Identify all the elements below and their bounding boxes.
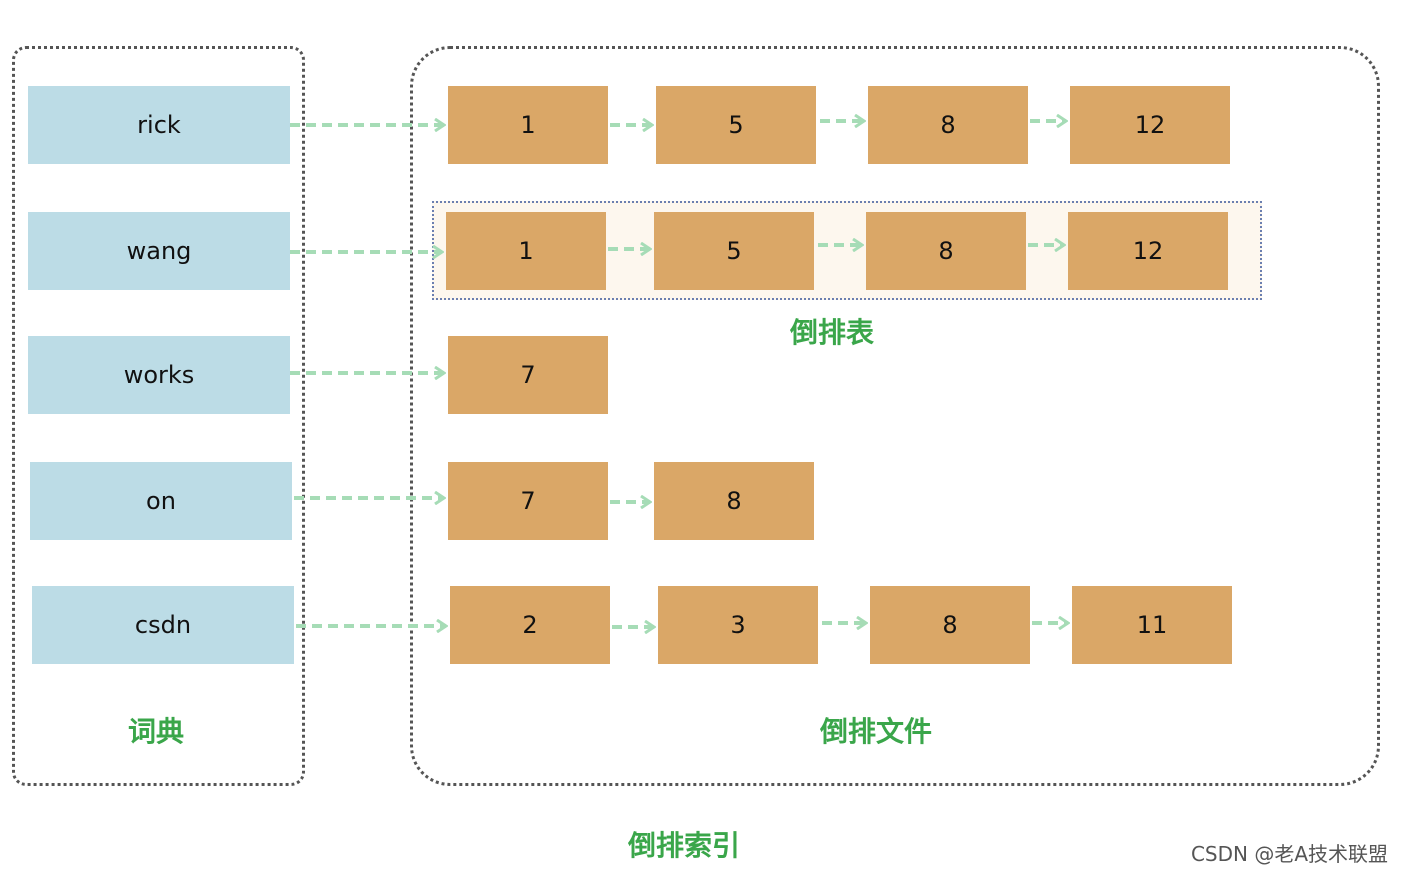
doc-id: 7 [520, 487, 536, 515]
term-label: wang [126, 237, 192, 265]
posting-box: 3 [658, 586, 818, 664]
doc-id: 8 [940, 111, 956, 139]
doc-id: 3 [730, 611, 746, 639]
posting-box: 7 [448, 462, 608, 540]
posting-box: 8 [870, 586, 1030, 664]
inverted-index-label: 倒排索引 [628, 829, 741, 862]
watermark: CSDN @老A技术联盟 [1190, 842, 1388, 866]
term-label: rick [137, 111, 181, 139]
doc-id: 7 [520, 361, 536, 389]
term-box: wang [28, 212, 290, 290]
term-box: csdn [32, 586, 294, 664]
posting-box: 1 [446, 212, 606, 290]
posting-box: 2 [450, 586, 610, 664]
doc-id: 8 [938, 237, 954, 265]
posting-list-label: 倒排表 [790, 316, 875, 349]
posting-box: 5 [656, 86, 816, 164]
posting-box: 5 [654, 212, 814, 290]
doc-id: 8 [726, 487, 742, 515]
term-box: on [30, 462, 292, 540]
posting-file-panel [410, 46, 1380, 786]
posting-box: 11 [1072, 586, 1232, 664]
posting-box: 7 [448, 336, 608, 414]
term-label: works [123, 361, 195, 389]
posting-box: 8 [868, 86, 1028, 164]
posting-box: 12 [1070, 86, 1230, 164]
doc-id: 12 [1132, 237, 1164, 265]
doc-id: 12 [1134, 111, 1166, 139]
posting-box: 8 [866, 212, 1026, 290]
term-label: csdn [134, 611, 192, 639]
dictionary-label: 词典 [128, 715, 185, 748]
doc-id: 1 [518, 237, 534, 265]
doc-id: 11 [1136, 611, 1168, 639]
posting-box: 8 [654, 462, 814, 540]
doc-id: 1 [520, 111, 536, 139]
posting-box: 12 [1068, 212, 1228, 290]
posting-file-label: 倒排文件 [820, 715, 933, 748]
doc-id: 5 [728, 111, 744, 139]
posting-box: 1 [448, 86, 608, 164]
term-label: on [146, 487, 176, 515]
doc-id: 5 [726, 237, 742, 265]
doc-id: 2 [522, 611, 538, 639]
term-box: rick [28, 86, 290, 164]
doc-id: 8 [942, 611, 958, 639]
dictionary-panel [12, 46, 305, 786]
term-box: works [28, 336, 290, 414]
